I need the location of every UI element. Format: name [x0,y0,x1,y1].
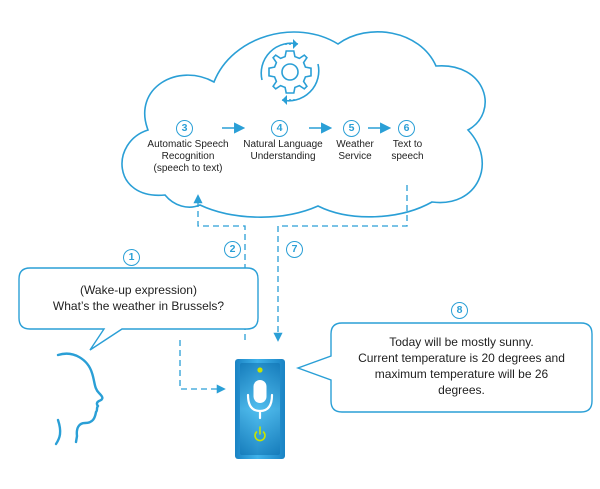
step-4-label: Natural Language Understanding [228,139,338,163]
step-6-line-2: speech [391,151,424,162]
reply-line-4: degrees. [438,383,485,397]
microphone-icon [246,380,274,420]
step-4-line-1: Natural Language [243,139,323,150]
reply-speech-bubble [295,322,593,413]
status-led [257,367,263,373]
step-number-8: 8 [451,302,468,319]
step-3-label: Automatic Speech Recognition (speech to … [128,139,248,175]
reply-line-1: Today will be mostly sunny. [389,335,534,349]
step-3-line-1: Automatic Speech [147,139,229,150]
neck-line [54,418,62,446]
step-number-3: 3 [176,120,193,137]
step-number-5: 5 [343,120,360,137]
step-number-2: 2 [224,241,241,258]
step-6-label: Text to speech [380,139,435,163]
smart-speaker-device [235,359,285,459]
arrow-step-2 [193,194,246,340]
step-5-label: Weather Service [325,139,385,163]
cloud-icon [121,31,486,218]
step-5-line-2: Service [338,151,372,162]
user-speech-line-1: (Wake-up expression) [80,283,197,297]
arrow-step-7 [273,185,408,342]
arrow-user-to-device [179,340,226,394]
reply-line-2: Current temperature is 20 degrees and [358,351,565,365]
step-3-line-3: (speech to text) [153,163,223,174]
step-number-1: 1 [123,249,140,266]
step-number-7: 7 [286,241,303,258]
user-speech-bubble [18,267,259,351]
power-icon [254,426,266,442]
step-number-6: 6 [398,120,415,137]
step-3-line-2: Recognition [161,151,215,162]
gear-icon [260,39,320,105]
reply-speech-text: Today will be mostly sunny. Current temp… [332,334,591,398]
human-profile-icon [56,352,104,444]
user-speech-line-2: What’s the weather in Brussels? [52,299,225,313]
step-6-line-1: Text to [392,139,423,150]
step-4-line-2: Understanding [250,151,316,162]
reply-line-3: maximum temperature will be 26 [374,367,549,381]
user-speech-text: (Wake-up expression) What’s the weather … [20,282,257,314]
step-5-line-1: Weather [336,139,374,150]
step-number-4: 4 [271,120,288,137]
